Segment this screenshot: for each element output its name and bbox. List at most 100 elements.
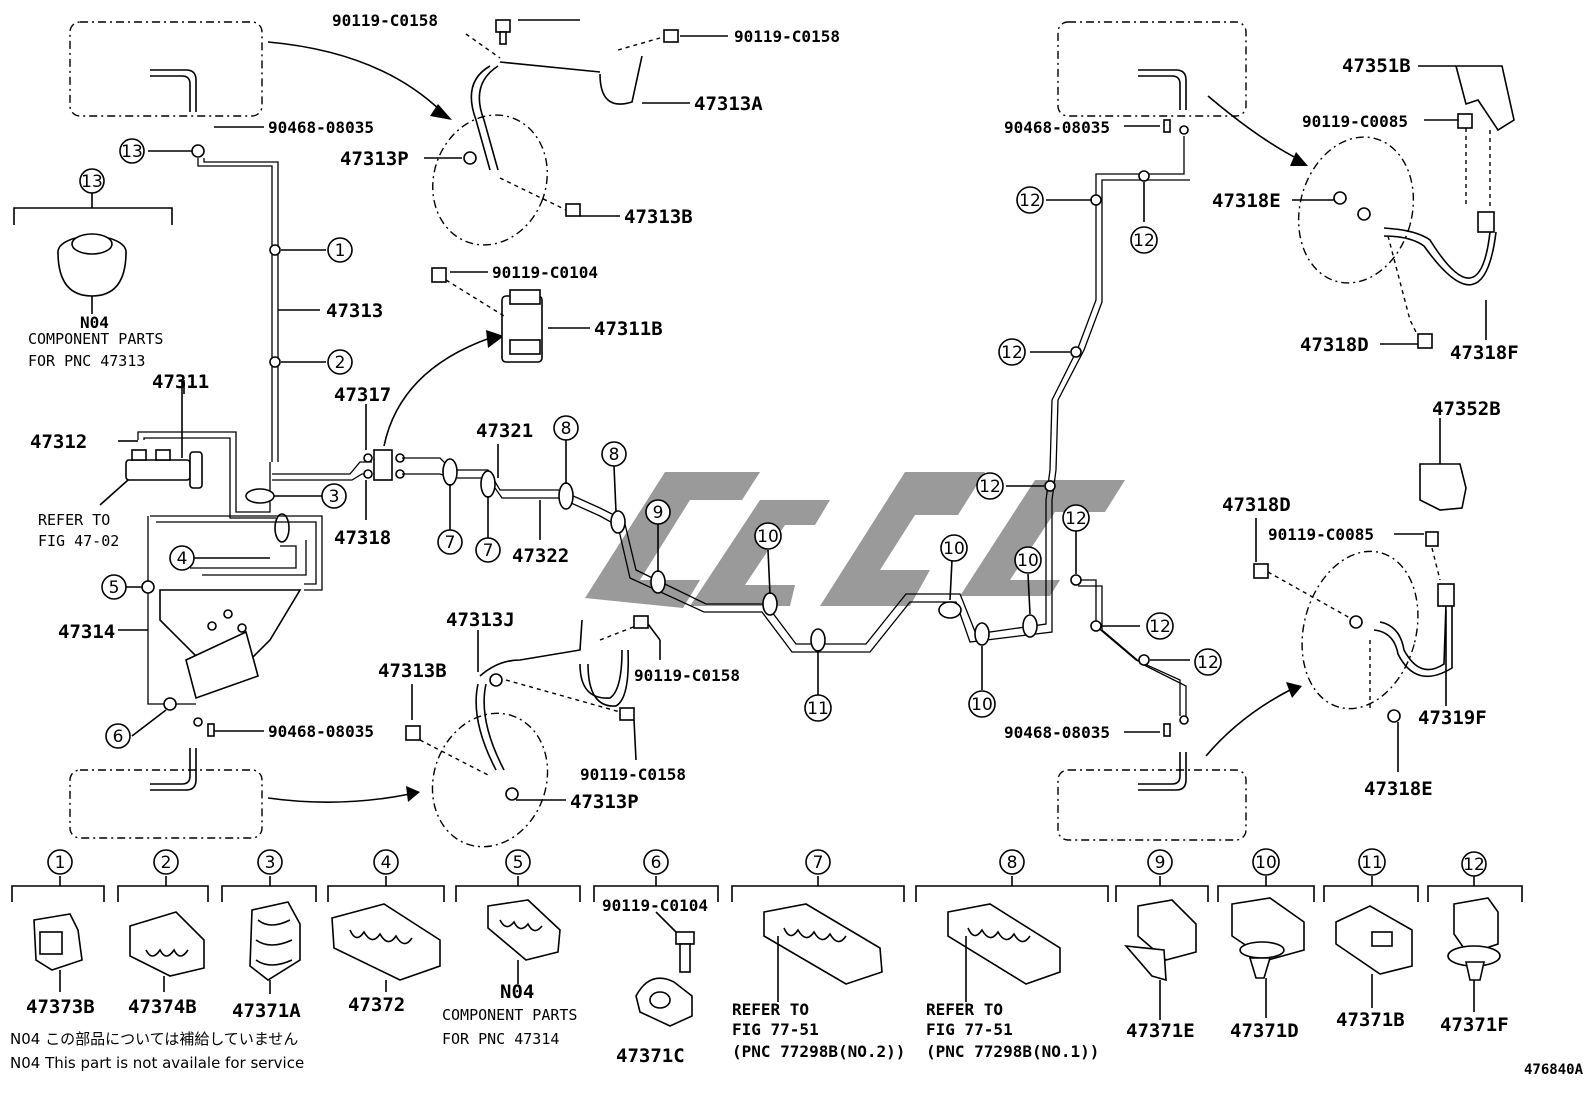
callout-7-b: 7 (475, 537, 501, 563)
legend-clip-1 (33, 913, 83, 992)
svg-text:3: 3 (265, 853, 276, 873)
callout-12-g: 12 (1194, 648, 1222, 676)
callout-12-b: 12 (1130, 226, 1158, 254)
legend-num-6: 6 (643, 849, 669, 875)
svg-text:9: 9 (1155, 853, 1166, 873)
legend-refer3-8: (PNC 77298B(NO.1)) (926, 1042, 1099, 1061)
legend-note1-5: COMPONENT PARTS (442, 1006, 577, 1024)
legend-refer2-8: FIG 77-51 (926, 1020, 1013, 1039)
svg-text:12: 12 (1133, 231, 1155, 251)
legend-clip-6 (635, 911, 695, 1027)
callout-12-h: 12 (1461, 851, 1487, 877)
label-47322: 47322 (512, 545, 569, 567)
callout-9: 9 (645, 499, 671, 525)
grommet-13 (13, 192, 173, 314)
legend-part-4: 47372 (348, 994, 405, 1016)
legend-note-jp: N04 この部品については補給していません (10, 1030, 298, 1048)
label-90119-c0158-c: 90119-C0158 (634, 666, 740, 685)
svg-text:4: 4 (177, 549, 188, 569)
svg-text:12: 12 (1149, 617, 1171, 637)
main-brake-tube (402, 125, 1190, 725)
label-47312: 47312 (30, 431, 87, 453)
svg-text:10: 10 (757, 527, 779, 547)
callout-6: 6 (105, 723, 131, 749)
label-47314: 47314 (58, 621, 115, 643)
svg-text:7: 7 (483, 541, 494, 561)
legend-part-3: 47371A (232, 1000, 301, 1022)
label-47313p-a: 47313P (340, 148, 409, 170)
legend-clip-11 (1335, 905, 1413, 1008)
callout-12-d: 12 (976, 472, 1004, 500)
label-refer-to-a: REFER TO (38, 511, 110, 529)
legend-bolt-6: 90119-C0104 (602, 896, 708, 915)
svg-text:10: 10 (971, 695, 993, 715)
callout-12-c: 12 (998, 338, 1026, 366)
legend-clip-5 (487, 899, 561, 984)
svg-text:1: 1 (55, 853, 66, 873)
svg-text:12: 12 (1065, 509, 1087, 529)
legend-part-2: 47374B (128, 996, 197, 1018)
label-90468-08035-d: 90468-08035 (1004, 723, 1110, 742)
svg-text:6: 6 (651, 853, 662, 873)
part-labels: 90119-C0158 90119-C0158 47313A 90468-080… (28, 11, 1519, 813)
master-cylinder-icon (125, 380, 203, 489)
three-way-joint (363, 330, 504, 520)
callout-8-a: 8 (553, 415, 579, 441)
svg-text:5: 5 (513, 853, 524, 873)
legend-part-10: 47371D (1230, 1020, 1299, 1042)
callout-1: 1 (327, 237, 353, 263)
rear-right-lower-hose (1253, 418, 1467, 772)
svg-text:4: 4 (381, 853, 392, 873)
label-47351b: 47351B (1342, 55, 1411, 77)
label-47311b: 47311B (594, 318, 663, 340)
legend-clip-3 (249, 901, 301, 994)
label-47313b-a: 47313B (624, 206, 693, 228)
bolt-icon (495, 19, 511, 45)
label-47318e-a: 47318E (1212, 190, 1281, 212)
callout-10-a: 10 (754, 522, 782, 550)
svg-text:13: 13 (121, 142, 143, 162)
label-47313: 47313 (326, 300, 383, 322)
callout-3: 3 (321, 483, 347, 509)
label-90468-08035-a: 90468-08035 (268, 118, 374, 137)
legend-refer1-8: REFER TO (926, 1000, 1003, 1019)
label-90119-c0158-b: 90119-C0158 (734, 27, 840, 46)
svg-text:3: 3 (329, 487, 340, 507)
callout-13-b: 13 (79, 168, 105, 194)
svg-text:13: 13 (81, 172, 103, 192)
label-47319f: 47319F (1418, 707, 1487, 729)
legend-num-10: 10 (1252, 848, 1280, 876)
legend-note2-5: FOR PNC 47314 (442, 1030, 559, 1048)
label-47317: 47317 (334, 384, 391, 406)
label-47318e-b: 47318E (1364, 778, 1433, 800)
legend-part-5: N04 (500, 981, 534, 1003)
label-90119-c0085-b: 90119-C0085 (1268, 525, 1374, 544)
label-90468-08035-c: 90468-08035 (1004, 118, 1110, 137)
legend-num-5: 5 (505, 849, 531, 875)
label-90119-c0104-a: 90119-C0104 (492, 263, 598, 282)
svg-text:12: 12 (1001, 343, 1023, 363)
svg-text:12: 12 (1463, 855, 1485, 875)
svg-text:8: 8 (1007, 853, 1018, 873)
legend-clip-7 (763, 903, 883, 1002)
legend-clip-9 (1124, 899, 1197, 1020)
svg-text:9: 9 (653, 503, 664, 523)
label-90468-08035-b: 90468-08035 (268, 722, 374, 741)
label-n04-a: N04 (80, 313, 109, 332)
svg-text:2: 2 (161, 853, 172, 873)
bracket-47311b (431, 267, 590, 363)
legend-num-3: 3 (257, 849, 283, 875)
label-90119-c0158-a: 90119-C0158 (332, 11, 438, 30)
label-47321: 47321 (476, 420, 533, 442)
svg-text:12: 12 (979, 477, 1001, 497)
label-47313a: 47313A (694, 93, 763, 115)
callout-10-c: 10 (1014, 546, 1042, 574)
svg-text:6: 6 (113, 727, 124, 747)
master-cylinder-piping (99, 158, 372, 737)
callout-12-a: 12 (1016, 186, 1044, 214)
legend-num-8: 8 (999, 849, 1025, 875)
svg-text:1: 1 (335, 241, 346, 261)
label-90119-c0085-a: 90119-C0085 (1302, 112, 1408, 131)
label-47318d-a: 47318D (1300, 334, 1369, 356)
svg-text:10: 10 (1017, 551, 1039, 571)
